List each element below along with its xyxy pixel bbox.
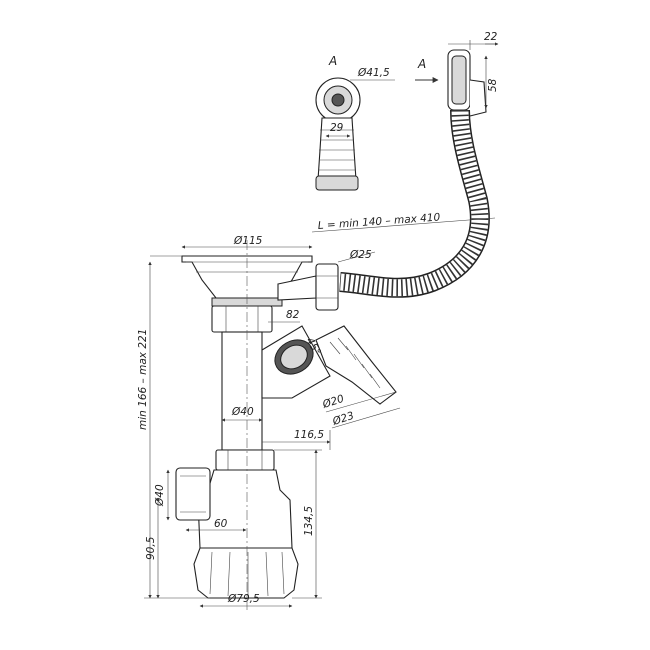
overflow-head: A 22 58 [415,31,499,117]
dim-58-label: 58 [487,78,499,92]
dia-79-5-label: Ø79,5 [227,593,260,605]
vertical-dimensions: min 166 – max 221 90,5 [137,255,210,599]
trap-cap [193,547,299,599]
bottle-trap: Ø40 60 Ø79,5 [154,467,299,608]
dim-60-label: 60 [214,518,228,530]
dia-20-label: Ø20 [320,393,346,412]
appliance-branch: 45° 82 Ø20 Ø23 116,5 [261,309,401,450]
union-nut [315,263,339,311]
main-pipe: Ø40 [211,305,275,471]
dia-23-label: Ø23 [330,410,355,428]
dia-40-side-label: Ø40 [154,484,166,507]
dim-22-label: 22 [484,31,498,43]
detail-view-a: 29 Ø41,5 A [315,54,395,191]
right-dimension: 134,5 [274,449,322,599]
dim-min-max-label: min 166 – max 221 [137,329,149,430]
upper-nut [211,305,273,333]
dia-25-label: Ø25 [349,249,372,261]
dia-115-label: Ø115 [233,235,263,247]
side-outlet [175,467,211,521]
dia-40-pipe-label: Ø40 [231,406,254,418]
lower-nut [215,449,275,471]
dim-116-5-label: 116,5 [294,429,324,441]
dim-29-label: 29 [330,122,344,134]
dia-41-5-label: Ø41,5 [357,67,390,79]
view-a-right-label: A [417,57,426,71]
dim-82-label: 82 [286,309,300,321]
overflow-union: Ø25 [277,249,376,311]
view-a-left-label: A [328,54,337,68]
dim-90-5-label: 90,5 [145,536,157,560]
dim-134-5-label: 134,5 [303,506,315,536]
hose-length-label: L = min 140 – max 410 [317,211,441,232]
